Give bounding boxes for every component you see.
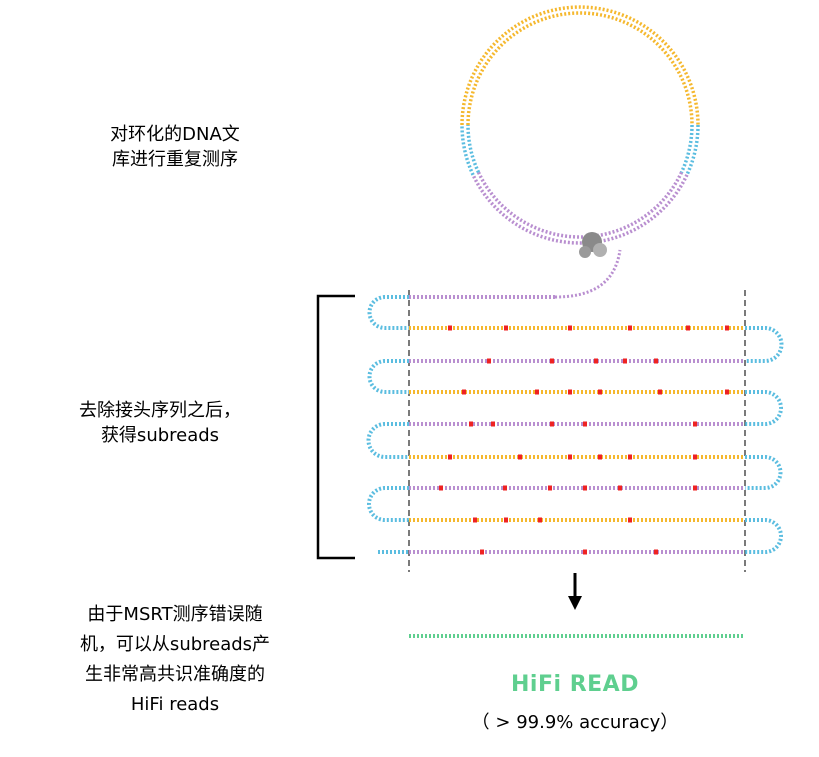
subreads-bracket bbox=[316, 294, 355, 560]
sequencing-error-mark bbox=[538, 517, 542, 523]
circle-insert-segment bbox=[476, 171, 684, 239]
label-line: HiFi reads bbox=[130, 694, 220, 715]
sequencing-error-mark bbox=[725, 389, 729, 395]
adapter-hairpin-left bbox=[367, 359, 409, 394]
sequencing-error-mark bbox=[598, 454, 602, 460]
polymerase-body bbox=[579, 246, 591, 258]
adapter-hairpin-right bbox=[745, 390, 783, 426]
sequencing-error-mark bbox=[504, 325, 508, 331]
label-line: 机，可以从subreads产 bbox=[79, 634, 271, 655]
sequencing-error-mark bbox=[491, 421, 495, 427]
sequencing-error-mark bbox=[469, 421, 473, 427]
sequencing-error-mark bbox=[618, 485, 622, 491]
step-hifi-label: 由于MSRT测序错误随 机，可以从subreads产 生非常高共识准确度的 Hi… bbox=[40, 600, 310, 720]
sequencing-error-mark bbox=[693, 421, 697, 427]
sequencing-error-mark bbox=[583, 485, 587, 491]
sequencing-error-mark bbox=[487, 358, 491, 364]
sequencing-error-mark bbox=[448, 325, 452, 331]
circle-adapter-segment bbox=[466, 124, 481, 174]
adapter-hairpin-right bbox=[745, 518, 783, 554]
down-arrow-icon bbox=[568, 573, 582, 610]
step-subreads-label: 去除接头序列之后， 获得subreads bbox=[40, 398, 280, 448]
sequencing-error-mark bbox=[548, 485, 552, 491]
adapter-hairpin-right bbox=[745, 326, 784, 363]
circle-insert-segment bbox=[471, 174, 689, 245]
sequencing-error-mark bbox=[550, 421, 554, 427]
sequencing-error-mark bbox=[654, 358, 658, 364]
sequencing-error-mark bbox=[503, 485, 507, 491]
adapter-hairpin-left bbox=[367, 295, 409, 330]
sequencing-error-mark bbox=[583, 421, 587, 427]
sequencing-error-mark bbox=[623, 358, 627, 364]
sequencing-error-mark bbox=[594, 358, 598, 364]
sequencing-error-mark bbox=[725, 325, 729, 331]
polymerase-body bbox=[593, 243, 607, 257]
sequencing-error-mark bbox=[598, 389, 602, 395]
sequencing-error-mark bbox=[693, 485, 697, 491]
label-line: 去除接头序列之后， bbox=[79, 400, 241, 421]
sequencing-error-mark bbox=[686, 325, 690, 331]
label-line: 由于MSRT测序错误随 bbox=[87, 604, 263, 625]
label-line: 对环化的DNA文 bbox=[110, 124, 240, 145]
step-circular-sequencing-label: 对环化的DNA文 库进行重复测序 bbox=[70, 122, 280, 172]
sequencing-error-mark bbox=[568, 389, 572, 395]
circle-insert-segment bbox=[466, 11, 694, 126]
sequencing-error-mark bbox=[550, 358, 554, 364]
sequencing-error-mark bbox=[462, 389, 466, 395]
sequencing-error-mark bbox=[568, 325, 572, 331]
sequencing-error-mark bbox=[518, 454, 522, 460]
hifi-read-title: HiFi READ bbox=[511, 672, 639, 697]
circular-dna-library bbox=[460, 5, 700, 245]
sequencing-error-mark bbox=[439, 485, 443, 491]
arrow-head bbox=[568, 596, 582, 610]
sequencing-error-mark bbox=[658, 389, 662, 395]
circle-insert-segment bbox=[460, 5, 700, 126]
sequencing-error-mark bbox=[448, 454, 452, 460]
sequencing-error-mark bbox=[480, 549, 484, 555]
sequencing-error-mark bbox=[535, 389, 539, 395]
sequencing-error-mark bbox=[473, 517, 477, 523]
subread-tail bbox=[554, 249, 622, 299]
label-line: 生非常高共识准确度的 bbox=[85, 664, 265, 685]
sequencing-error-mark bbox=[693, 454, 697, 460]
bracket-line bbox=[316, 294, 355, 560]
sequencing-error-mark bbox=[628, 325, 632, 331]
label-line: 库进行重复测序 bbox=[112, 149, 238, 170]
adapter-hairpin-left bbox=[367, 486, 409, 522]
sequencing-error-mark bbox=[628, 454, 632, 460]
sequencing-error-mark bbox=[583, 549, 587, 555]
adapter-hairpin-right bbox=[745, 455, 783, 490]
polymerase-icon bbox=[579, 232, 607, 258]
circle-adapter-segment bbox=[685, 124, 700, 176]
sequencing-error-mark bbox=[654, 549, 658, 555]
sequencing-error-mark bbox=[504, 517, 508, 523]
sequencing-error-mark bbox=[628, 517, 632, 523]
circle-adapter-segment bbox=[460, 124, 475, 176]
sequencing-error-mark bbox=[568, 454, 572, 460]
circle-adapter-segment bbox=[679, 124, 694, 174]
hifi-accuracy-note: （ > 99.9% accuracy） bbox=[471, 712, 679, 733]
adapter-hairpin-left bbox=[366, 422, 409, 459]
subreads-strand bbox=[366, 249, 784, 572]
label-line: 获得subreads bbox=[100, 425, 220, 446]
